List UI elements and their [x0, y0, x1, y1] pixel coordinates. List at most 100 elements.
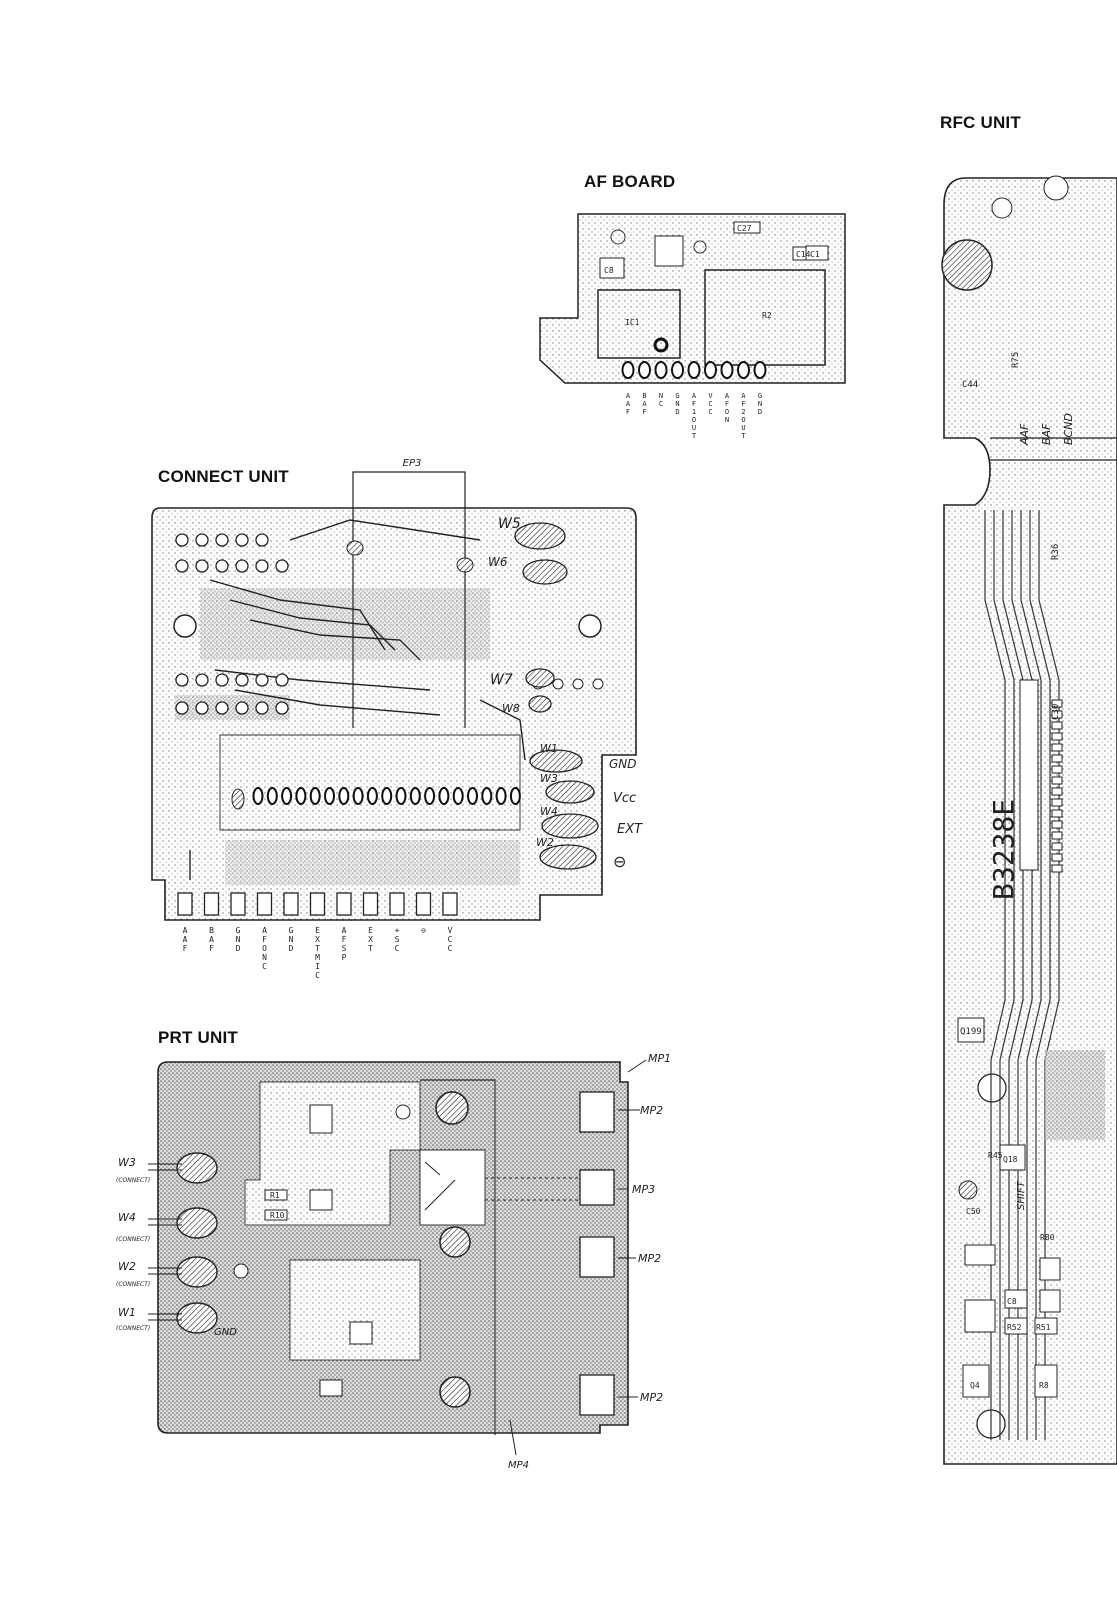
connect-ic-pin — [481, 787, 493, 805]
gnd-label: GND — [609, 757, 637, 771]
connect-ic-pin-row — [231, 540, 521, 810]
connect-hole — [255, 701, 269, 715]
rfc-c30-label: C30 — [1051, 704, 1061, 720]
af-pin-pad — [687, 361, 701, 379]
connect-bottom-pad — [256, 892, 273, 916]
connect-wire-pad — [525, 668, 555, 688]
rfc-r8-label: R8 — [1039, 1381, 1049, 1390]
connect-ic-pin — [266, 787, 278, 805]
prt-r1-label: R1 — [270, 1191, 280, 1200]
af-ic1-label: IC1 — [625, 318, 640, 327]
rfc-shift-label: SHIFT — [1016, 1180, 1027, 1210]
rfc-ic-pin — [1051, 732, 1063, 741]
w6-label: W6 — [488, 555, 508, 569]
connect-hatched-pad — [456, 557, 474, 573]
connect-hatched-pad — [231, 788, 245, 810]
w5-label: W5 — [498, 516, 521, 532]
rfc-unit — [941, 175, 1117, 1465]
connect-bottom-label: ⊖ — [421, 926, 426, 935]
w7-label: W7 — [490, 672, 513, 688]
connect-hole — [215, 673, 229, 687]
connect-ic-pin — [452, 787, 464, 805]
connect-hole — [275, 701, 289, 715]
connect-hole — [235, 701, 249, 715]
connect-hole — [195, 533, 209, 547]
mp2-label-1: MP2 — [640, 1104, 663, 1117]
connect-hole — [215, 533, 229, 547]
connect-hole — [592, 678, 604, 690]
rfc-ic-pin — [1051, 776, 1063, 785]
rfc-ic-pin — [1051, 743, 1063, 752]
connect-wire-pad — [541, 813, 599, 839]
rfc-ic-pin — [1051, 864, 1063, 873]
rfc-ic-pin — [1051, 754, 1063, 763]
connect-bottom-pad — [177, 892, 193, 916]
af-c8-label: C8 — [604, 266, 614, 275]
connect-ic-pin — [409, 787, 421, 805]
connect-ic-pin — [467, 787, 478, 805]
connect-hole — [255, 673, 269, 687]
connect-hatched-pad — [346, 540, 364, 556]
connect-wire-pad — [528, 695, 552, 713]
connect-hole — [195, 673, 209, 687]
mp2-label-2: MP2 — [638, 1252, 661, 1265]
connect-bottom-pad — [442, 892, 458, 916]
rfc-ic-pin — [1051, 831, 1063, 840]
af-c14-label: C14 — [796, 250, 811, 259]
connect-bottom-pad — [230, 892, 246, 916]
rfc-ic-pin — [1051, 710, 1063, 719]
ext-label: EXT — [617, 822, 643, 837]
prt-w1-sublabel: (CONNECT) — [116, 1325, 150, 1332]
connect-hole — [275, 559, 289, 573]
rfc-c8-label: C8 — [1007, 1297, 1017, 1306]
connect-ic-pin — [366, 787, 378, 805]
prt-w2-sublabel: (CONNECT) — [116, 1281, 150, 1288]
rfc-baf-label: BAF — [1040, 423, 1053, 445]
prt-wire-pad — [176, 1152, 218, 1184]
rfc-ic-pin — [1051, 820, 1063, 829]
connect-hole — [195, 701, 209, 715]
rfc-ic-pin — [1051, 721, 1063, 730]
connect-bottom-pad — [283, 892, 299, 916]
connect-hole — [235, 673, 249, 687]
rfc-c50-label: C50 — [966, 1207, 981, 1216]
connect-ic-pin — [324, 787, 335, 805]
prt-wire-label: W1 — [118, 1306, 136, 1319]
af-pin-row — [621, 361, 767, 379]
rfc-ic-pin — [1051, 809, 1063, 818]
connect-ic-pin — [438, 787, 450, 805]
connect-unit-title: CONNECT UNIT — [158, 467, 289, 486]
connect-ic-pin — [309, 787, 321, 805]
rfc-r51-label: R51 — [1036, 1323, 1051, 1332]
rfc-r45-label: R45 — [988, 1151, 1003, 1160]
connect-unit: EP3 — [151, 458, 637, 921]
connect-hole — [195, 559, 209, 573]
connect-wire-pad — [522, 559, 568, 585]
rfc-ic-pin — [1051, 853, 1063, 862]
connect-bottom-pad — [415, 892, 432, 916]
connect-hole — [175, 701, 189, 715]
af-r2-label: R2 — [762, 311, 772, 320]
connect-hole — [215, 701, 229, 715]
rfc-aaf-label: AAF — [1018, 423, 1031, 446]
rfc-r36-label: R36 — [1051, 544, 1061, 560]
prt-wire-label: W2 — [118, 1260, 136, 1273]
connect-wire-pad — [539, 844, 597, 870]
connect-ic-pin — [281, 787, 293, 805]
prt-wire-label: W4 — [118, 1211, 136, 1224]
